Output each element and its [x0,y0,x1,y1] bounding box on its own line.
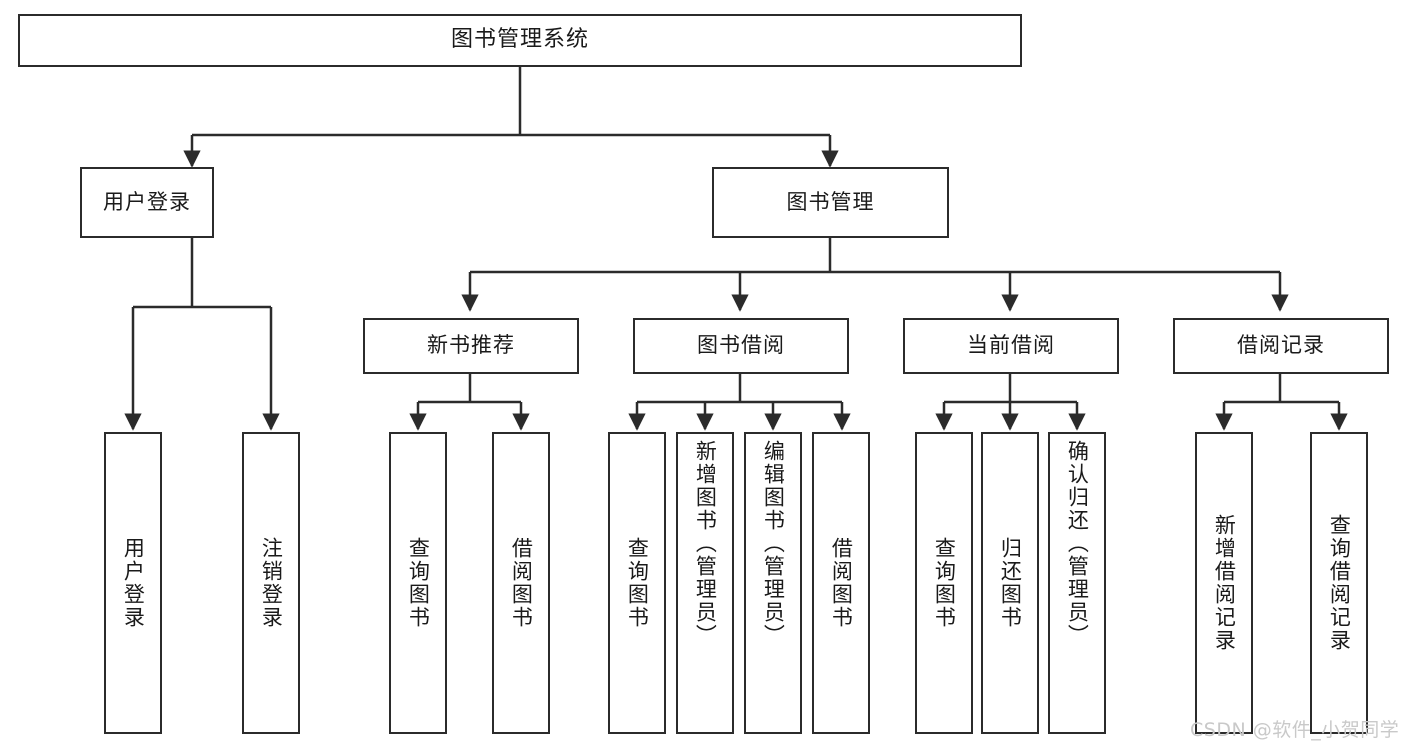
leaf-logout-label: 注销登录 [259,537,284,629]
node-book-borrow[interactable]: 图书借阅 [633,318,849,374]
leaf-edit-book-label: 编辑图书（管理员） [761,440,786,647]
leaf-confirm-return-label: 确认归还（管理员） [1065,440,1090,647]
leaf-borrow-book-1[interactable]: 借阅图书 [492,432,550,734]
leaf-query-record-label: 查询借阅记录 [1327,514,1352,652]
leaf-confirm-return[interactable]: 确认归还（管理员） [1048,432,1106,734]
leaf-user-login[interactable]: 用户登录 [104,432,162,734]
leaf-return-book[interactable]: 归还图书 [981,432,1039,734]
leaf-add-record-label: 新增借阅记录 [1212,514,1237,652]
leaf-query-book-3[interactable]: 查询图书 [915,432,973,734]
node-book-manage[interactable]: 图书管理 [712,167,949,238]
node-root-label: 图书管理系统 [450,27,589,53]
leaf-borrow-book-1-label: 借阅图书 [509,537,534,629]
node-user-login-label: 用户登录 [103,189,191,214]
leaf-query-book-1[interactable]: 查询图书 [389,432,447,734]
leaf-query-record[interactable]: 查询借阅记录 [1310,432,1368,734]
leaf-add-book-label: 新增图书（管理员） [693,440,718,647]
leaf-query-book-2-label: 查询图书 [625,537,650,629]
node-book-borrow-label: 图书借阅 [697,333,785,358]
leaf-add-book[interactable]: 新增图书（管理员） [676,432,734,734]
node-borrow-record-label: 借阅记录 [1237,333,1325,358]
node-root-system[interactable]: 图书管理系统 [18,14,1022,67]
leaf-return-book-label: 归还图书 [998,537,1023,629]
leaf-edit-book[interactable]: 编辑图书（管理员） [744,432,802,734]
leaf-query-book-1-label: 查询图书 [406,537,431,629]
node-book-manage-label: 图书管理 [786,189,875,214]
node-new-book-recommend[interactable]: 新书推荐 [363,318,579,374]
node-borrow-record[interactable]: 借阅记录 [1173,318,1389,374]
node-current-borrow[interactable]: 当前借阅 [903,318,1119,374]
csdn-watermark: CSDN @软件_小贺同学 [1190,719,1400,741]
leaf-query-book-3-label: 查询图书 [932,537,957,629]
leaf-query-book-2[interactable]: 查询图书 [608,432,666,734]
leaf-borrow-book-2[interactable]: 借阅图书 [812,432,870,734]
node-user-login[interactable]: 用户登录 [80,167,214,238]
leaf-logout[interactable]: 注销登录 [242,432,300,734]
node-current-borrow-label: 当前借阅 [967,333,1055,358]
node-new-book-recommend-label: 新书推荐 [427,333,515,358]
leaf-add-record[interactable]: 新增借阅记录 [1195,432,1253,734]
leaf-user-login-label: 用户登录 [121,537,146,629]
leaf-borrow-book-2-label: 借阅图书 [829,537,854,629]
